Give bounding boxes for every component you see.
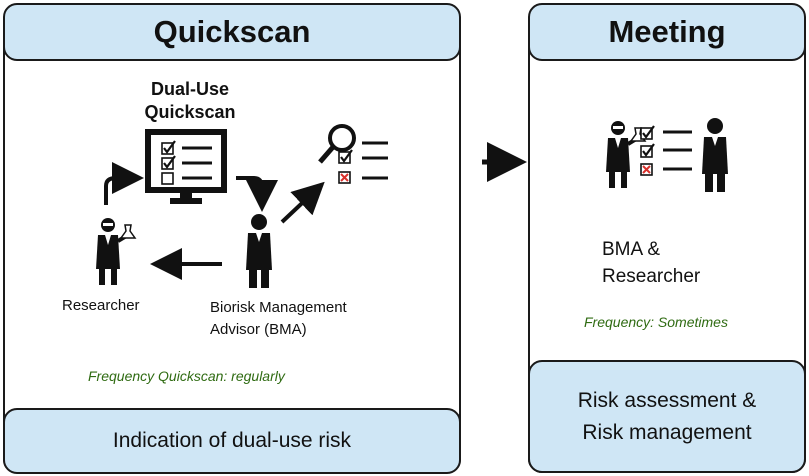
quickscan-header: Quickscan [3, 3, 461, 61]
meeting-header: Meeting [528, 3, 806, 61]
quickscan-footer-label: Indication of dual-use risk [112, 429, 352, 453]
arrow-advisor-to-review [280, 181, 325, 224]
arrow-researcher-to-computer [104, 162, 144, 205]
meeting-checklist-icon [639, 124, 692, 176]
meeting-advisor-icon [702, 118, 728, 192]
quickscan-footer: Indication of dual-use risk [3, 408, 461, 474]
meeting-frequency: Frequency: Sometimes [584, 314, 728, 330]
meeting-participants-line1: BMA & [602, 239, 661, 260]
advisor-icon [246, 214, 272, 288]
bma-label-line2: Advisor (BMA) [210, 321, 307, 338]
bma-label-line1: Biorisk Management [210, 299, 347, 316]
meeting-header-label: Meeting [608, 14, 726, 49]
tool-title: Dual-Use Quickscan [120, 78, 260, 124]
tool-title-line2: Quickscan [144, 102, 236, 122]
meeting-footer-line2: Risk management [582, 420, 752, 444]
researcher-label: Researcher [62, 297, 140, 314]
researcher-icon [94, 216, 137, 287]
meeting-footer: Risk assessment & Risk management [528, 360, 806, 473]
quickscan-frequency: Frequency Quickscan: regularly [88, 368, 285, 384]
meeting-participants-line2: Researcher [602, 266, 701, 287]
quickscan-panel [3, 30, 461, 473]
tool-title-line1: Dual-Use [150, 79, 230, 99]
quickscan-header-label: Quickscan [153, 14, 311, 49]
arrow-computer-to-advisor [236, 176, 278, 212]
magnifier-checklist-icon [318, 124, 388, 184]
meeting-footer-line1: Risk assessment & [577, 389, 757, 412]
meeting-researcher-icon [604, 119, 647, 190]
meeting-participants: BMA & Researcher [602, 236, 700, 290]
bma-label: Biorisk Management Advisor (BMA) [210, 297, 347, 341]
computer-checklist-icon [145, 129, 227, 204]
